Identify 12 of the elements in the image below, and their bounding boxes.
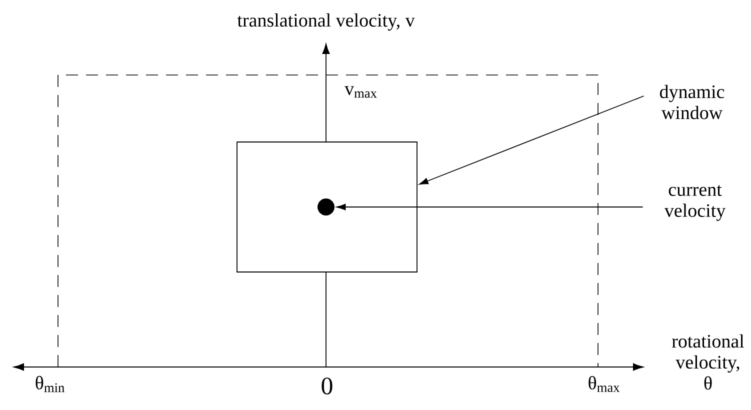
velocity-dot (318, 198, 334, 216)
axis-label: translational velocity, v (237, 13, 415, 31)
axis-tick-label: θ$_{max}$ (588, 376, 620, 392)
axis-label: rotational velocity, θ (672, 334, 744, 390)
leader-label: dynamic window (660, 84, 724, 120)
leader-arrow (419, 96, 644, 185)
window-box (236, 142, 418, 272)
leader-label: current velocity (664, 185, 726, 221)
axis-tick-label: θ$_{min}$ (36, 376, 64, 392)
leader-arrow (336, 204, 644, 210)
axis-tick-label: v$_{max}$ (344, 86, 377, 98)
axis-tick-label: 0 (322, 378, 332, 394)
